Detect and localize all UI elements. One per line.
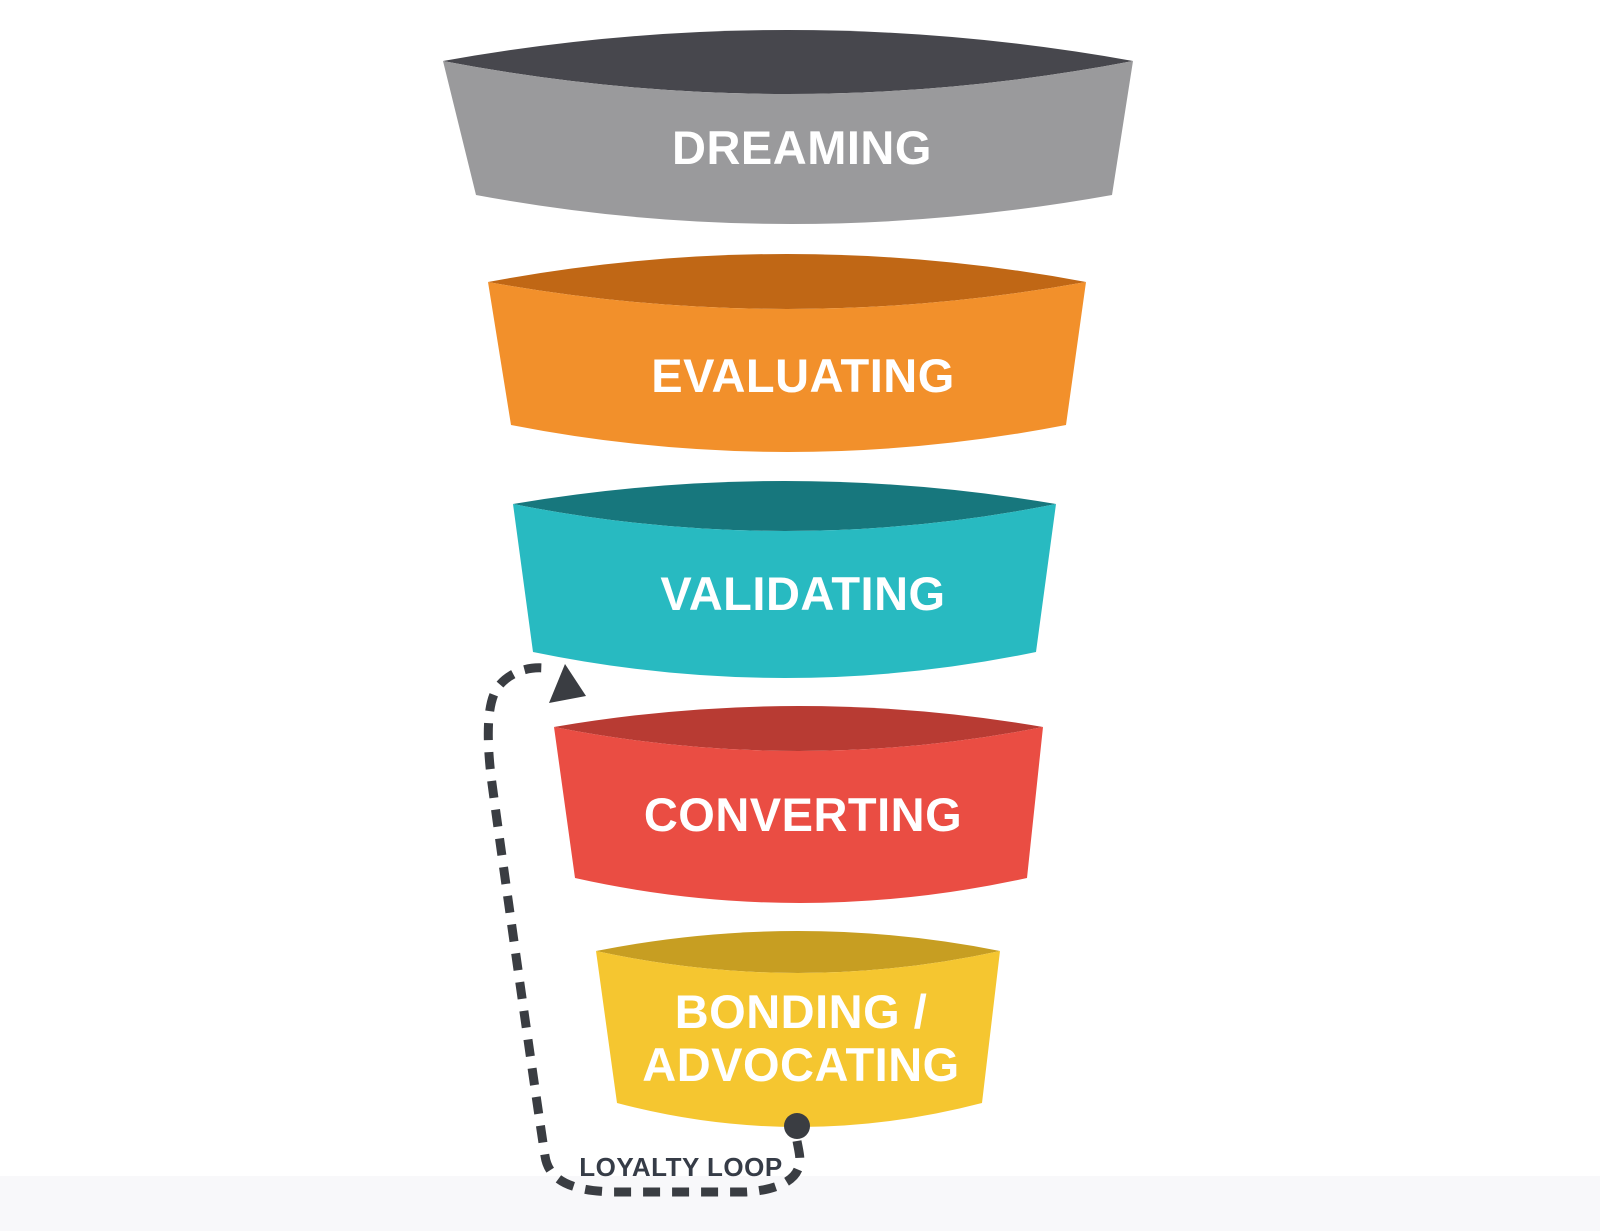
bottom-shade-band	[0, 1176, 1600, 1231]
loyalty-loop: LOYALTY LOOP	[483, 663, 810, 1197]
funnel-stage-validating: VALIDATING	[513, 481, 1056, 678]
stage-lid	[596, 931, 1000, 973]
stage-body	[554, 727, 1043, 903]
stage-lid	[554, 706, 1043, 751]
loyalty-loop-arrowhead-icon	[549, 664, 586, 703]
stage-label-bonding-line2: ADVOCATING	[642, 1038, 959, 1091]
stage-body	[596, 951, 1000, 1127]
stage-body	[443, 61, 1133, 224]
funnel-stage-converting: CONVERTING	[554, 706, 1043, 903]
loyalty-loop-start-dot	[784, 1113, 810, 1139]
loyalty-loop-dashed-path	[483, 663, 805, 1197]
stage-lid	[488, 254, 1086, 309]
funnel-stage-bonding-advocating: BONDING / ADVOCATING	[596, 931, 1000, 1127]
stage-body	[488, 282, 1086, 452]
stage-body	[513, 504, 1056, 678]
stage-label-evaluating: EVALUATING	[651, 349, 955, 402]
funnel-stage-evaluating: EVALUATING	[488, 254, 1086, 452]
stage-label-bonding-line1: BONDING /	[675, 985, 928, 1038]
loyalty-loop-label: LOYALTY LOOP	[579, 1152, 782, 1182]
stage-label-converting: CONVERTING	[644, 788, 962, 841]
stage-label-dreaming: DREAMING	[672, 121, 932, 174]
funnel-stage-dreaming: DREAMING	[443, 30, 1133, 224]
stage-lid	[513, 481, 1056, 531]
stage-lid	[443, 30, 1133, 94]
stage-label-validating: VALIDATING	[660, 567, 945, 620]
